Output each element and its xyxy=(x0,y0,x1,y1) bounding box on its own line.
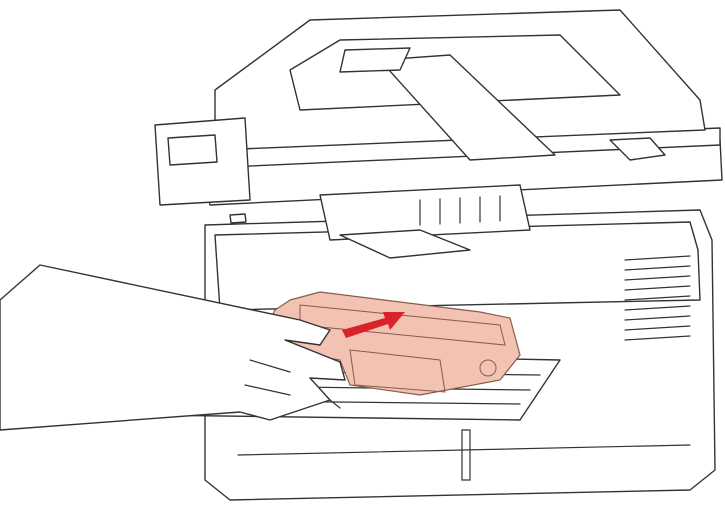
control-panel xyxy=(154,117,251,224)
insert-arrow xyxy=(342,312,405,338)
scanner-unit xyxy=(199,9,723,206)
hand xyxy=(0,264,346,431)
output-tray xyxy=(319,184,531,259)
toner-cartridge xyxy=(264,291,521,396)
